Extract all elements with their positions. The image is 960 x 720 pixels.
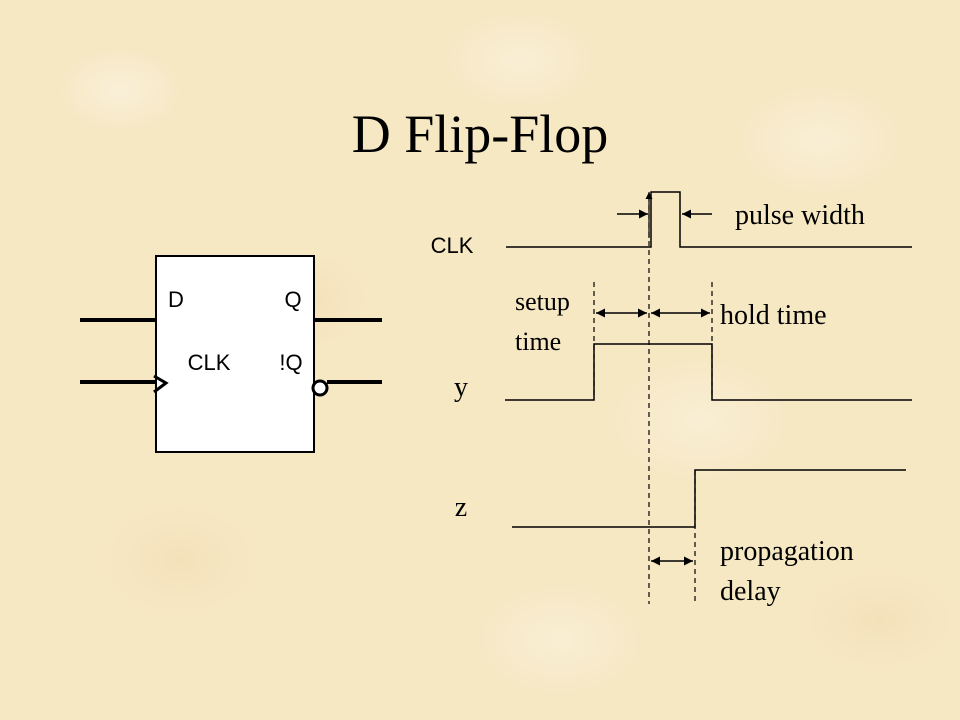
pin-label-qbar: !Q — [279, 350, 302, 375]
y-waveform — [505, 343, 912, 401]
flip-flop-symbol: D Q CLK !Q — [80, 255, 382, 453]
inversion-bubble-icon — [311, 379, 329, 397]
timing-diagram: CLK y z pulse width setup time hold time… — [431, 191, 912, 607]
setup-time-label-line1: setup — [515, 287, 570, 316]
propagation-delay-label-line2: delay — [720, 576, 781, 607]
setup-time-label-line2: time — [515, 327, 561, 356]
propagation-delay-label-line1: propagation — [720, 536, 854, 567]
pin-label-clk: CLK — [188, 350, 231, 375]
clk-waveform — [506, 191, 912, 248]
pin-label-q: Q — [284, 287, 301, 312]
hold-time-label: hold time — [720, 300, 827, 331]
clock-triangle-icon — [153, 374, 169, 394]
signal-label-z: z — [455, 492, 467, 523]
flip-flop-box — [155, 255, 315, 453]
signal-label-clk: CLK — [431, 233, 474, 258]
pin-label-d: D — [168, 287, 184, 312]
signal-label-y: y — [454, 372, 468, 403]
z-waveform — [512, 469, 906, 528]
pulse-width-label: pulse width — [735, 200, 865, 231]
slide-title: D Flip-Flop — [352, 104, 609, 164]
